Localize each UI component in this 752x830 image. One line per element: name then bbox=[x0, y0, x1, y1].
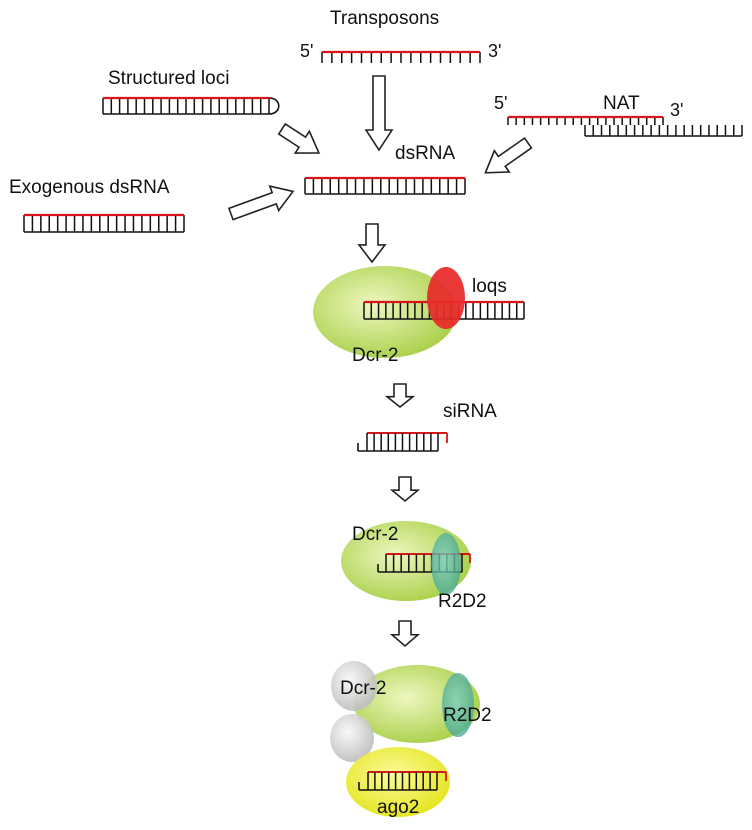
sirna-label: siRNA bbox=[443, 401, 497, 422]
arrow-shape bbox=[357, 223, 387, 264]
arrow-shape bbox=[389, 476, 421, 503]
r2d2-protein bbox=[442, 673, 474, 737]
flow-arrow-icon bbox=[389, 620, 421, 648]
dcr2-r2d2-complex: Dcr-2 R2D2 bbox=[341, 521, 487, 612]
nat-5prime-label: 5' bbox=[494, 93, 507, 113]
r2d2-label: R2D2 bbox=[438, 591, 487, 612]
ago2-protein bbox=[346, 747, 450, 817]
risc-loading-complex: Dcr-2 R2D2 ago2 bbox=[330, 661, 492, 818]
dsrna-duplex bbox=[304, 176, 466, 194]
structured-loci-hairpin bbox=[102, 96, 280, 115]
flow-arrow-icon bbox=[364, 75, 394, 152]
arrow-shape bbox=[277, 122, 321, 154]
arrow-shape bbox=[384, 383, 416, 409]
transposons-3prime-label: 3' bbox=[488, 41, 501, 61]
nat-label: NAT bbox=[603, 93, 640, 114]
dcr2-protein bbox=[313, 266, 457, 358]
transposons-duplex bbox=[321, 50, 481, 63]
flow-arrow-icon bbox=[384, 383, 416, 409]
flow-arrow-icon bbox=[389, 476, 421, 503]
nat-overlap-duplex bbox=[507, 115, 743, 137]
dcr2-label: Dcr-2 bbox=[352, 524, 398, 545]
exogenous-dsrna-duplex bbox=[23, 213, 185, 233]
dcr2-label: Dcr-2 bbox=[352, 345, 398, 366]
helper-protein-upper bbox=[331, 661, 377, 711]
loqs-label: loqs bbox=[472, 276, 507, 297]
flow-arrow-icon bbox=[357, 223, 387, 264]
ago2-label: ago2 bbox=[377, 797, 419, 818]
r2d2-label: R2D2 bbox=[443, 705, 492, 726]
arrow-shape bbox=[389, 620, 421, 648]
flow-arrow-icon bbox=[227, 184, 295, 221]
helper-protein-lower bbox=[330, 714, 374, 762]
loqs-protein bbox=[427, 267, 465, 329]
flow-arrow-icon bbox=[277, 122, 321, 154]
flow-arrow-icon bbox=[484, 136, 533, 174]
arrow-shape bbox=[484, 136, 533, 174]
arrow-shape bbox=[227, 184, 295, 221]
sirna-duplex bbox=[357, 432, 448, 452]
r2d2-protein bbox=[431, 533, 461, 595]
dcr2-loqs-complex: loqs Dcr-2 bbox=[313, 266, 525, 366]
transposons-5prime-label: 5' bbox=[300, 41, 313, 61]
structured-loci-label: Structured loci bbox=[108, 68, 229, 89]
nat-3prime-label: 3' bbox=[670, 100, 683, 120]
arrow-shape bbox=[364, 75, 394, 152]
dcr2-label: Dcr-2 bbox=[340, 678, 386, 699]
transposons-label: Transposons bbox=[330, 8, 439, 29]
dsrna-label: dsRNA bbox=[395, 143, 456, 164]
exogenous-dsrna-label: Exogenous dsRNA bbox=[9, 177, 170, 198]
